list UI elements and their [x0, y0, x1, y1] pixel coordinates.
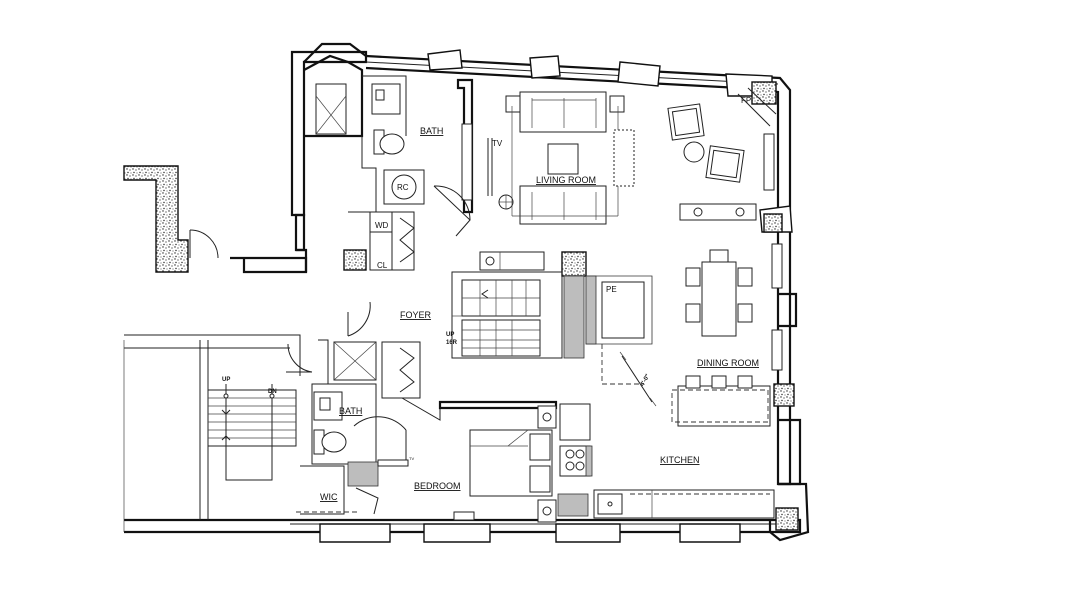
label-tv-living: TV — [492, 139, 503, 148]
entry-door — [189, 229, 313, 373]
label-dining-room: DINING ROOM — [697, 358, 759, 368]
label-living-room: LIVING ROOM — [536, 175, 596, 185]
main-stair — [451, 251, 585, 359]
label-fp: FP — [741, 96, 751, 105]
bedroom-wic — [296, 400, 558, 523]
living-room-furniture — [498, 87, 777, 225]
kitchen — [557, 403, 775, 519]
label-rc: RC — [397, 183, 409, 192]
label-main-stair-risers: 16R — [446, 340, 458, 346]
dining-room-furniture — [671, 243, 783, 427]
label-side-stair-up: UP — [222, 377, 230, 383]
label-dimension: 4'-0" — [640, 373, 652, 387]
label-wd: WD — [375, 221, 389, 230]
label-kitchen: KITCHEN — [660, 455, 700, 465]
bath-1 — [315, 75, 493, 237]
label-cl: CL — [377, 261, 388, 270]
bath-2 — [311, 339, 441, 465]
label-bedroom: BEDROOM — [414, 481, 461, 491]
label-tv-bedroom: TV — [409, 456, 414, 461]
label-bath-2: BATH — [339, 406, 362, 416]
label-pe: PE — [606, 285, 617, 294]
columns — [343, 81, 799, 531]
label-wic: WIC — [320, 492, 338, 502]
windows — [319, 49, 793, 543]
label-foyer: FOYER — [400, 310, 432, 320]
closets — [347, 211, 415, 337]
label-bath-1: BATH — [420, 126, 443, 136]
label-main-stair-up: UP — [446, 332, 454, 338]
elevator-pe — [585, 275, 657, 407]
side-stair — [123, 340, 297, 532]
label-side-stair-dn: DN — [268, 389, 277, 395]
